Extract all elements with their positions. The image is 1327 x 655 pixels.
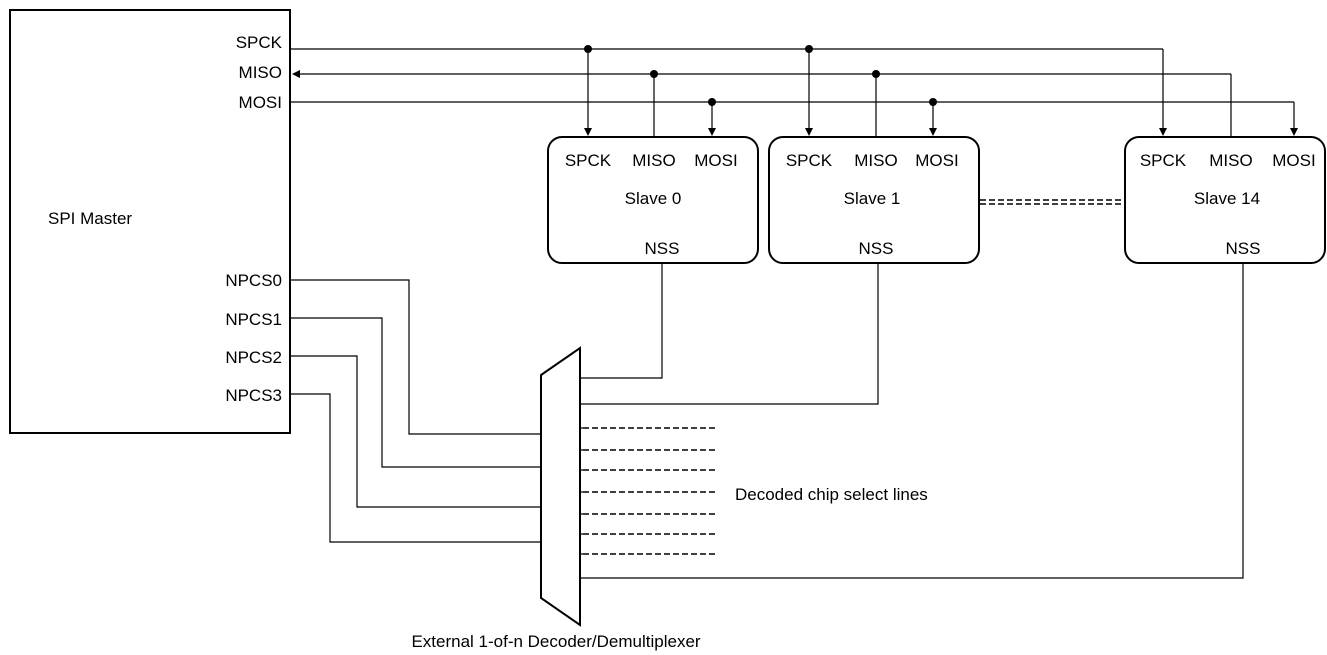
mosi-bus	[290, 98, 1298, 136]
master-pin-npcs1: NPCS1	[225, 310, 282, 329]
slave-14-pin-spck: SPCK	[1140, 151, 1187, 170]
slave-0-pin-miso: MISO	[632, 151, 675, 170]
slave-1-nss: NSS	[859, 239, 894, 258]
spi-master-box	[9, 9, 291, 434]
slave-14: SPCK MISO MOSI Slave 14 NSS	[1124, 136, 1326, 264]
decoded-output-lines	[580, 427, 716, 555]
master-pin-miso: MISO	[239, 63, 282, 82]
slave-1-name: Slave 1	[844, 189, 901, 208]
slave-14-nss: NSS	[1226, 239, 1261, 258]
slave-0-pin-spck: SPCK	[565, 151, 612, 170]
slave-14-pin-mosi: MOSI	[1272, 151, 1315, 170]
master-pin-mosi: MOSI	[239, 93, 282, 112]
slave-14-name: Slave 14	[1194, 189, 1260, 208]
master-pin-spck: SPCK	[236, 33, 283, 52]
slave-0-pin-mosi: MOSI	[694, 151, 737, 170]
slave-14-box	[1124, 136, 1326, 264]
slave-1-pin-mosi: MOSI	[915, 151, 958, 170]
slave-0: SPCK MISO MOSI Slave 0 NSS	[547, 136, 759, 264]
slave-1-box	[768, 136, 980, 264]
nss-lines	[551, 263, 1244, 579]
decoder-demux	[540, 346, 581, 627]
slave-1-pin-miso: MISO	[854, 151, 897, 170]
miso-bus	[292, 70, 1232, 136]
slave-chain-dashes	[980, 199, 1125, 205]
decoder-caption: External 1-of-n Decoder/Demultiplexer	[411, 632, 700, 651]
slave-1-pin-spck: SPCK	[786, 151, 833, 170]
spck-bus	[290, 45, 1167, 136]
slave-0-name: Slave 0	[625, 189, 682, 208]
master-pin-npcs3: NPCS3	[225, 386, 282, 405]
slave-0-box	[547, 136, 759, 264]
spi-master-label: SPI Master	[48, 209, 132, 228]
slave-1: SPCK MISO MOSI Slave 1 NSS	[768, 136, 980, 264]
slave-0-nss: NSS	[645, 239, 680, 258]
npcs-lines	[290, 279, 541, 543]
master-pin-npcs0: NPCS0	[225, 271, 282, 290]
slave-14-pin-miso: MISO	[1209, 151, 1252, 170]
decoded-lines-label: Decoded chip select lines	[735, 485, 928, 504]
master-pin-npcs2: NPCS2	[225, 348, 282, 367]
